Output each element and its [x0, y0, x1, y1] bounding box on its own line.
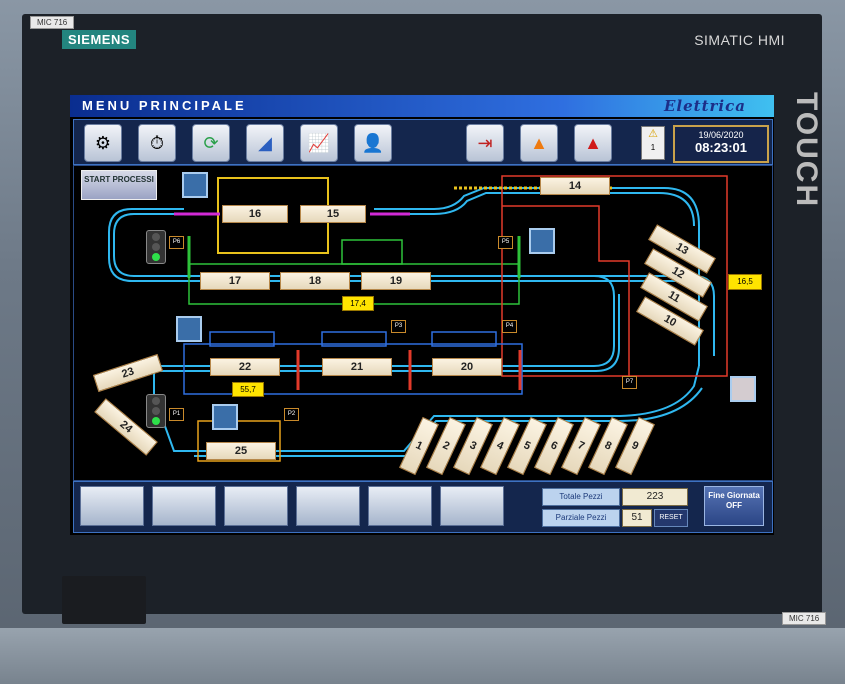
value-zone-green: 17,4 [342, 296, 374, 311]
camera-icon-right[interactable] [529, 228, 555, 254]
blueprint-icon: ◢ [258, 132, 272, 153]
exit-door-icon: ⇥ [477, 132, 493, 153]
clock-timer-icon: ⏱ [149, 132, 165, 153]
refresh-button[interactable]: ⟳ [192, 124, 230, 162]
totale-pezzi-value: 223 [622, 488, 688, 506]
position-p2: P2 [284, 408, 299, 421]
parziale-pezzi-value: 51 [622, 509, 652, 527]
position-p7: P7 [622, 376, 637, 389]
blueprint-button[interactable]: ◢ [246, 124, 284, 162]
camera-icon-exit[interactable] [730, 376, 756, 402]
machine-view-2-button[interactable] [152, 486, 216, 526]
station-16[interactable]: 16 [222, 205, 288, 223]
current-date: 19/06/2020 [698, 130, 744, 140]
user-button[interactable]: 👤 [354, 124, 392, 162]
alarm-button[interactable]: ▲ [574, 124, 612, 162]
settings-button[interactable]: ⚙ [84, 124, 122, 162]
warning-small-icon: ⚠ [648, 128, 658, 140]
zone-red [501, 175, 728, 377]
station-21[interactable]: 21 [322, 358, 392, 376]
settings-gears-icon: ⚙ [94, 132, 112, 153]
station-22[interactable]: 22 [210, 358, 280, 376]
timer-button[interactable]: ⏱ [138, 124, 176, 162]
model-label: SIMATIC HMI [694, 32, 785, 48]
top-toolbar: ⚙ ⏱ ⟳ ◢ 📈 👤 ⇥ ▲ ▲ ⚠ 1 19/06/2020 08:23:0… [73, 119, 773, 165]
start-processi-button[interactable]: START PROCESSI [81, 170, 157, 200]
track-top-2 [374, 192, 695, 227]
reset-button[interactable]: RESET [654, 509, 688, 527]
traffic-light-top [146, 230, 166, 264]
position-p5: P5 [498, 236, 513, 249]
machine-view-3-button[interactable] [224, 486, 288, 526]
chart-trend-icon: 📈 [307, 132, 331, 153]
zone-green-top [341, 239, 403, 265]
track-middle-2 [154, 294, 620, 372]
exit-button[interactable]: ⇥ [466, 124, 504, 162]
warning-red-icon: ▲ [584, 132, 602, 153]
totale-pezzi-label: Totale Pezzi [542, 488, 620, 506]
alarm-count: 1 [650, 143, 656, 152]
parziale-pezzi-label: Parziale Pezzi [542, 509, 620, 527]
value-zone-red: 16,5 [728, 274, 762, 290]
position-p4: P4 [502, 320, 517, 333]
warning-button[interactable]: ▲ [520, 124, 558, 162]
device-physical-button[interactable] [62, 576, 146, 624]
track-upper-loop-inner [108, 208, 694, 282]
position-p6: P6 [169, 236, 184, 249]
title-bar: MENU PRINCIPALE Elettrica [70, 95, 774, 117]
camera-icon-bottom[interactable] [212, 404, 238, 430]
zone-blue [183, 343, 523, 395]
machine-view-4-button[interactable] [296, 486, 360, 526]
plant-layout: START PROCESSI P6 P5 P3 P4 P1 P2 P7 16 1… [73, 165, 773, 481]
date-time-display: 19/06/2020 08:23:01 [673, 125, 769, 163]
device-tag-top: MIC 716 [30, 16, 75, 29]
page-title: MENU PRINCIPALE [82, 98, 247, 113]
station-25[interactable]: 25 [206, 442, 276, 460]
warning-orange-icon: ▲ [530, 132, 548, 153]
station-18[interactable]: 18 [280, 272, 350, 290]
station-15[interactable]: 15 [300, 205, 366, 223]
machine-view-6-button[interactable] [440, 486, 504, 526]
bottom-toolbar: Totale Pezzi 223 Parziale Pezzi 51 RESET… [73, 481, 773, 533]
refresh-arrows-icon: ⟳ [203, 132, 219, 153]
traffic-light-bottom [146, 394, 166, 428]
touch-label: TOUCH [790, 92, 823, 209]
value-zone-blue: 55,7 [232, 382, 264, 397]
station-20[interactable]: 20 [432, 358, 502, 376]
bezel-bottom [0, 628, 845, 684]
user-key-icon: 👤 [361, 132, 385, 153]
brand-logo: SIEMENS [62, 30, 137, 49]
station-14[interactable]: 14 [540, 177, 610, 195]
hmi-screen: MENU PRINCIPALE Elettrica ⚙ ⏱ ⟳ ◢ 📈 👤 ⇥ … [70, 95, 774, 535]
position-p3: P3 [391, 320, 406, 333]
machine-view-5-button[interactable] [368, 486, 432, 526]
camera-icon-top[interactable] [182, 172, 208, 198]
position-p1: P1 [169, 408, 184, 421]
alarm-indicator[interactable]: ⚠ 1 [641, 126, 665, 160]
current-time: 08:23:01 [694, 140, 748, 155]
track-bottom [194, 365, 700, 452]
page-subtitle: Elettrica [664, 97, 746, 115]
station-17[interactable]: 17 [200, 272, 270, 290]
track-middle [154, 275, 615, 367]
fine-giornata-button[interactable]: Fine Giornata OFF [704, 486, 764, 526]
station-19[interactable]: 19 [361, 272, 431, 290]
camera-icon-mid[interactable] [176, 316, 202, 342]
trend-button[interactable]: 📈 [300, 124, 338, 162]
device-tag-bottom: MIC 716 [782, 612, 827, 625]
machine-view-1-button[interactable] [80, 486, 144, 526]
